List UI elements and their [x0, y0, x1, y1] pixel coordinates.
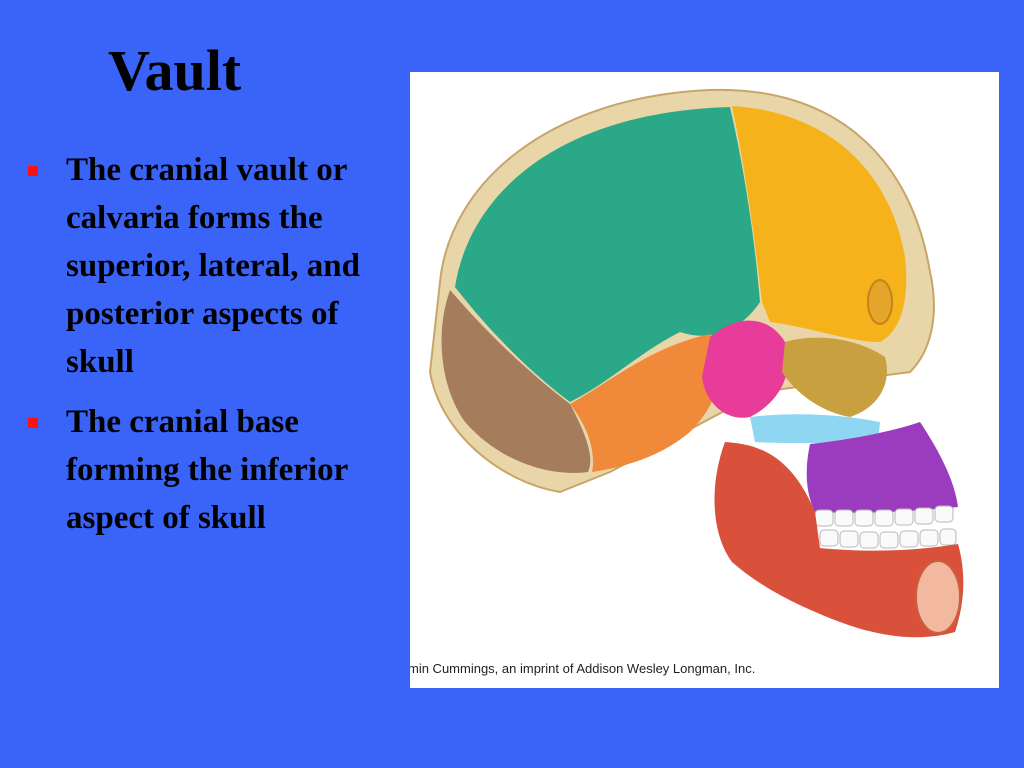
mandible-bone [714, 442, 964, 638]
bullet-marker-icon [28, 418, 38, 428]
ethmoid-bone [782, 337, 887, 417]
skull-illustration [428, 88, 964, 638]
frontal-bone [732, 106, 907, 342]
slide-title: Vault [108, 38, 242, 103]
bullet-text: The cranial vault or calvaria forms the … [66, 152, 360, 380]
sphenoid-bone [702, 320, 789, 418]
bullet-item: The cranial base forming the inferior as… [28, 398, 378, 542]
maxilla-bone [806, 422, 958, 513]
bullet-marker-icon [28, 166, 38, 176]
upper-teeth [814, 505, 954, 527]
zygomatic-process [867, 279, 893, 325]
mandible-cross-section [915, 560, 961, 634]
bullet-list: The cranial vault or calvaria forms the … [28, 146, 378, 554]
lower-teeth [819, 528, 957, 549]
bullet-text: The cranial base forming the inferior as… [66, 404, 348, 536]
figure-credit: min Cummings, an imprint of Addison Wesl… [410, 661, 756, 676]
occipital-bone [441, 290, 591, 473]
palatine-bone [750, 414, 880, 444]
skull-figure: min Cummings, an imprint of Addison Wesl… [410, 72, 999, 688]
parietal-bone [455, 107, 760, 402]
bullet-item: The cranial vault or calvaria forms the … [28, 146, 378, 386]
temporal-bone [570, 334, 721, 472]
